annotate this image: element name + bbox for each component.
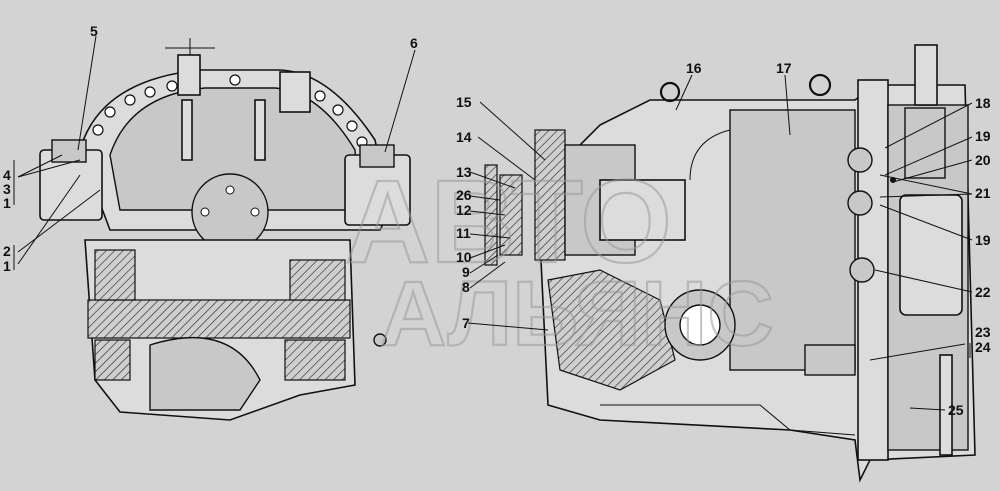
callout-4: 4 xyxy=(3,167,11,183)
callout-8: 8 xyxy=(462,279,470,295)
callout-1-upper: 1 xyxy=(3,195,11,211)
callout-1-lower: 1 xyxy=(3,258,11,274)
callout-17: 17 xyxy=(776,60,792,76)
callout-19-lower: 19 xyxy=(975,232,991,248)
callout-21: 21 xyxy=(975,185,991,201)
callout-24: 24 xyxy=(975,339,991,355)
callout-18: 18 xyxy=(975,95,991,111)
callout-22: 22 xyxy=(975,284,991,300)
callout-labels: 5 6 4 3 1 2 1 16 17 15 14 13 26 12 11 10… xyxy=(3,23,991,418)
leader-lines xyxy=(13,35,973,411)
callout-2: 2 xyxy=(3,243,11,259)
callout-7: 7 xyxy=(462,315,470,331)
callout-13: 13 xyxy=(456,164,472,180)
callout-25: 25 xyxy=(948,402,964,418)
callout-20: 20 xyxy=(975,152,991,168)
callout-10: 10 xyxy=(456,249,472,265)
callout-14: 14 xyxy=(456,129,472,145)
callout-19-upper: 19 xyxy=(975,128,991,144)
callout-26: 26 xyxy=(456,187,472,203)
callout-12: 12 xyxy=(456,202,472,218)
callout-3: 3 xyxy=(3,181,11,197)
watermark-line1: АВТО xyxy=(345,156,672,288)
watermark-line2: АЛЬЯНС xyxy=(380,263,774,365)
callout-6: 6 xyxy=(410,35,418,51)
callout-15: 15 xyxy=(456,94,472,110)
right-section-view xyxy=(484,44,976,483)
callout-5: 5 xyxy=(90,23,98,39)
callout-9: 9 xyxy=(462,264,470,280)
callout-11: 11 xyxy=(456,225,471,241)
callout-23: 23 xyxy=(975,324,991,340)
left-section-view xyxy=(39,38,411,421)
callout-16: 16 xyxy=(686,60,702,76)
